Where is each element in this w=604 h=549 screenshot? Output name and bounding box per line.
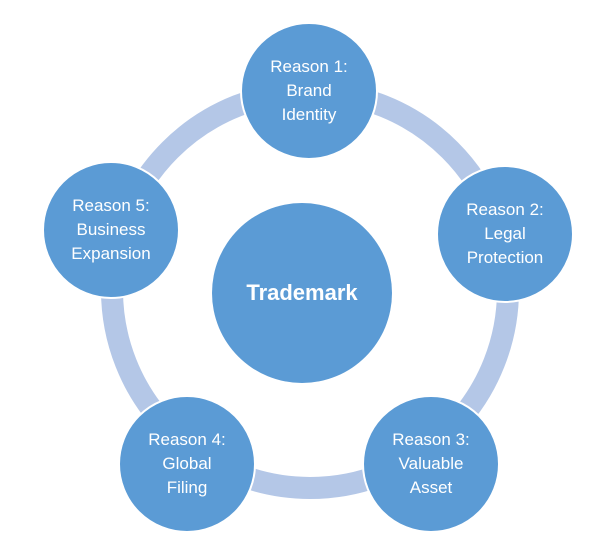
- reason-node-3: Reason 3: Valuable Asset: [362, 395, 500, 533]
- reason-node-4-line-1: Reason 4:: [148, 430, 226, 449]
- reason-node-5-label: Reason 5: Business Expansion: [71, 194, 150, 266]
- reason-node-4: Reason 4: Global Filing: [118, 395, 256, 533]
- reason-node-2: Reason 2: Legal Protection: [436, 165, 574, 303]
- reason-node-2-label: Reason 2: Legal Protection: [466, 198, 544, 270]
- center-node-label: Trademark: [246, 280, 358, 305]
- center-node-trademark: Trademark: [212, 203, 392, 383]
- reason-node-1-line-1: Reason 1:: [270, 57, 348, 76]
- reason-node-5-line-1: Reason 5:: [72, 196, 150, 215]
- reason-node-3-line-1: Reason 3:: [392, 430, 470, 449]
- reason-node-1-label: Reason 1: Brand Identity: [270, 55, 348, 127]
- reason-node-4-label: Reason 4: Global Filing: [148, 428, 226, 500]
- reason-node-1: Reason 1: Brand Identity: [240, 22, 378, 160]
- reason-node-2-line-1: Reason 2:: [466, 200, 544, 219]
- reason-node-1-line-2: Brand: [286, 81, 332, 100]
- reason-node-5: Reason 5: Business Expansion: [42, 161, 180, 299]
- reason-node-5-line-3: Expansion: [71, 244, 151, 263]
- reason-node-3-label: Reason 3: Valuable Asset: [392, 428, 470, 500]
- reason-node-4-line-2: Global: [162, 454, 212, 473]
- reason-node-1-line-3: Identity: [281, 105, 337, 124]
- reason-node-3-line-2: Valuable: [398, 454, 464, 473]
- reason-node-2-line-2: Legal: [484, 224, 526, 243]
- reason-node-4-line-3: Filing: [166, 478, 208, 497]
- reason-node-2-line-3: Protection: [466, 248, 544, 267]
- reason-node-5-line-2: Business: [76, 220, 146, 239]
- reason-node-3-line-3: Asset: [409, 478, 453, 497]
